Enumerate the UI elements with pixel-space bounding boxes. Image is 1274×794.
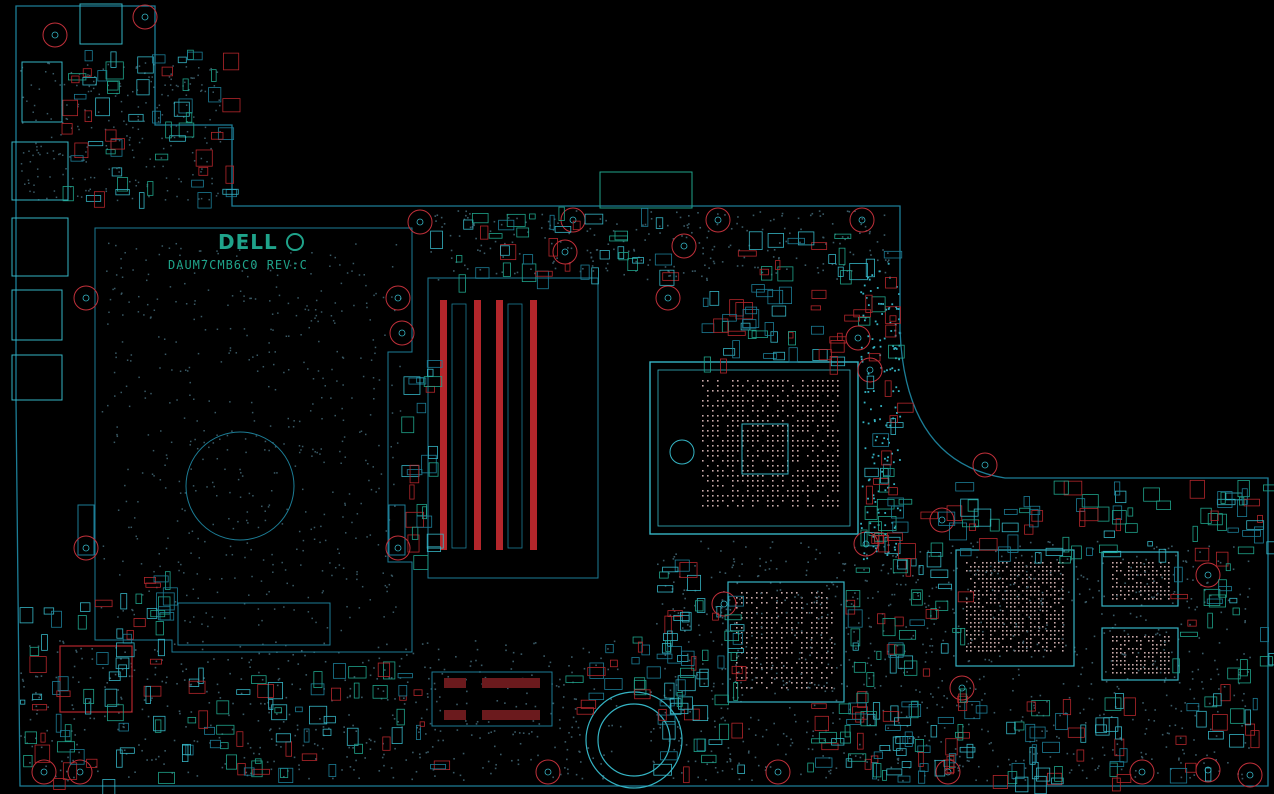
memory-slots xyxy=(427,277,599,579)
dell-logo-group: DELL xyxy=(218,230,304,254)
board-revision-label: DAUM7CMB6C0 REV:C xyxy=(168,258,308,272)
dell-logo: DELL xyxy=(218,230,278,254)
coin-battery xyxy=(585,691,683,789)
fan-connector xyxy=(599,171,693,209)
mounting-holes xyxy=(31,4,1263,788)
io-connectors-left xyxy=(11,3,123,401)
bottom-connectors xyxy=(431,671,553,727)
small-components xyxy=(19,49,1274,794)
board-outline xyxy=(15,5,1269,787)
dell-circle-mark-icon xyxy=(285,233,304,251)
component-dots xyxy=(20,62,1251,782)
heatsink-area xyxy=(77,227,413,653)
cpu-socket xyxy=(649,361,859,535)
chipset-blocks xyxy=(59,549,1179,713)
